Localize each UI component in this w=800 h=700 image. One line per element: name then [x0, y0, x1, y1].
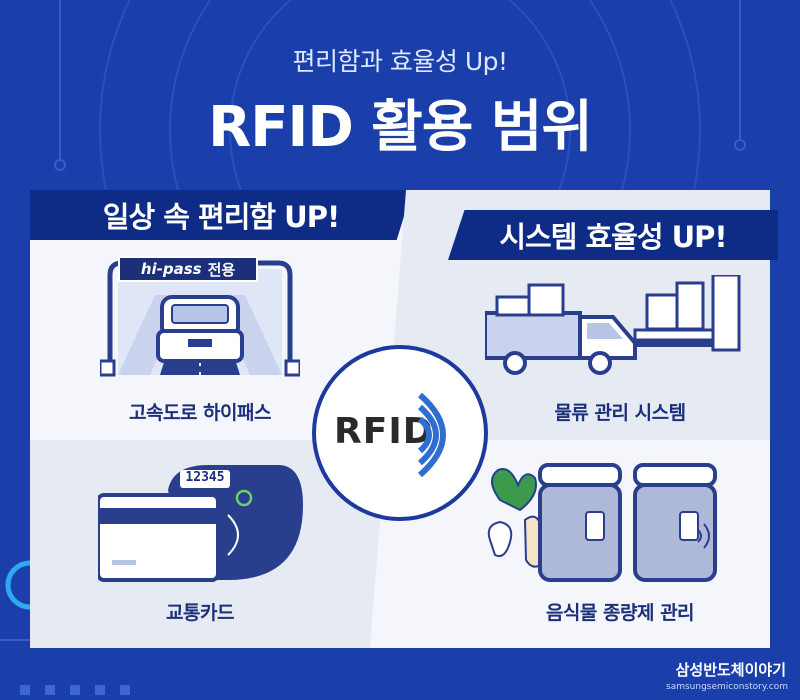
- transit-card-caption: 교통카드: [166, 602, 234, 624]
- card-reader-display: 12345: [185, 470, 225, 485]
- rfid-badge-text: RFID: [334, 411, 434, 452]
- hipass-sign-text: 전용: [207, 260, 236, 279]
- rfid-badge: RFID: [312, 345, 488, 521]
- food-waste-bin-illustration: [487, 463, 717, 582]
- logistics-truck-illustration: [485, 275, 741, 375]
- page-subtitle: 편리함과 효율성 Up!: [292, 47, 508, 76]
- page-title: RFID 활용 범위: [208, 95, 593, 160]
- brand-url: samsungsemiconstory.com: [666, 682, 788, 692]
- transit-card-illustration: [98, 465, 303, 582]
- hipass-logo: hi-pass: [140, 260, 202, 278]
- food-waste-caption: 음식물 종량제 관리: [545, 602, 695, 624]
- logistics-caption: 물류 관리 시스템: [554, 402, 686, 424]
- hipass-sign: hi-pass 전용: [118, 256, 258, 282]
- left-panel-label: 일상 속 편리함 UP!: [30, 190, 412, 240]
- brand-name: 삼성반도체이야기: [675, 661, 786, 679]
- right-panel-label: 시스템 효율성 UP!: [448, 210, 778, 260]
- rfid-wave-icon: [417, 392, 446, 478]
- highway-hipass-caption: 고속도로 하이패스: [129, 402, 271, 424]
- hipass-gate-illustration: [100, 260, 300, 377]
